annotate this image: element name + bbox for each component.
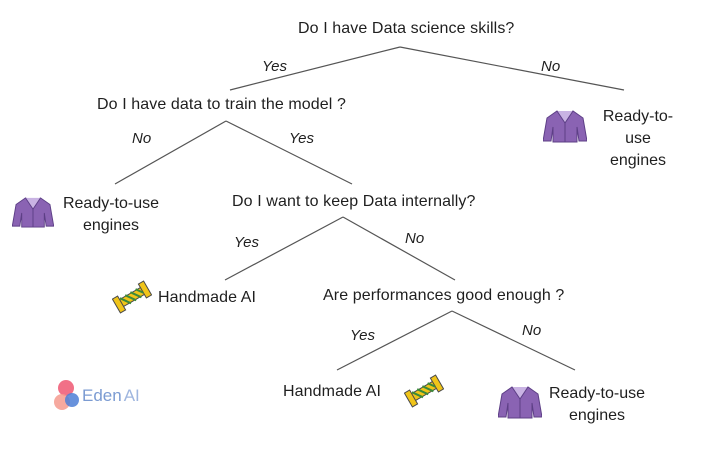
sewing-pin-icon	[404, 374, 444, 408]
question-keep-data-internal: Do I want to keep Data internally?	[232, 193, 476, 210]
edge-label-q2-no: No	[132, 130, 152, 147]
edge-q4-yes	[336, 310, 453, 371]
edge-q1-yes	[229, 46, 401, 91]
edge-label-q1-yes: Yes	[262, 58, 288, 75]
edge-label-q4-no: No	[522, 322, 542, 339]
leaf-ready-to-use-engines: Ready-to-use engines	[590, 106, 686, 172]
leaf-ready-to-use-engines: Ready-to-use engines	[58, 193, 164, 237]
edge-label-q3-no: No	[405, 230, 425, 247]
leaf-label-line2: engines	[568, 407, 626, 424]
leaf-handmade-ai: Handmade AI	[158, 289, 257, 306]
leaf-handmade-ai: Handmade AI	[283, 383, 382, 400]
edge-q1-no	[399, 46, 625, 91]
question-training-data: Do I have data to train the model ?	[97, 96, 346, 113]
question-performance: Are performances good enough ?	[323, 287, 565, 304]
leaf-label-line2: engines	[82, 217, 140, 234]
edge-label-q2-yes: Yes	[289, 130, 315, 147]
edge-label-q4-yes: Yes	[350, 327, 376, 344]
eden-ai-logo-icon	[54, 380, 79, 410]
question-data-science-skills: Do I have Data science skills?	[298, 20, 515, 37]
leaf-ready-to-use-engines: Ready-to-use engines	[545, 383, 649, 427]
jacket-icon	[498, 386, 542, 419]
sewing-pin-icon	[112, 280, 152, 314]
logo-suffix: AI	[123, 386, 140, 405]
edge-q4-no	[451, 310, 576, 371]
edge-label-q3-yes: Yes	[234, 234, 260, 251]
edge-q3-yes	[224, 216, 344, 281]
jacket-icon	[12, 197, 54, 228]
edge-q2-no	[114, 120, 227, 185]
logo-brand: Eden	[82, 386, 122, 405]
leaf-label-line1: Ready-to-use	[548, 385, 646, 402]
leaf-label-line1: Ready-to-use	[602, 108, 674, 147]
edge-label-q1-no: No	[541, 58, 561, 75]
leaf-label-line1: Ready-to-use	[62, 195, 160, 212]
leaf-label-line2: engines	[609, 152, 667, 169]
edge-q3-no	[342, 216, 456, 281]
edge-q2-yes	[225, 120, 353, 185]
jacket-icon	[543, 110, 587, 143]
